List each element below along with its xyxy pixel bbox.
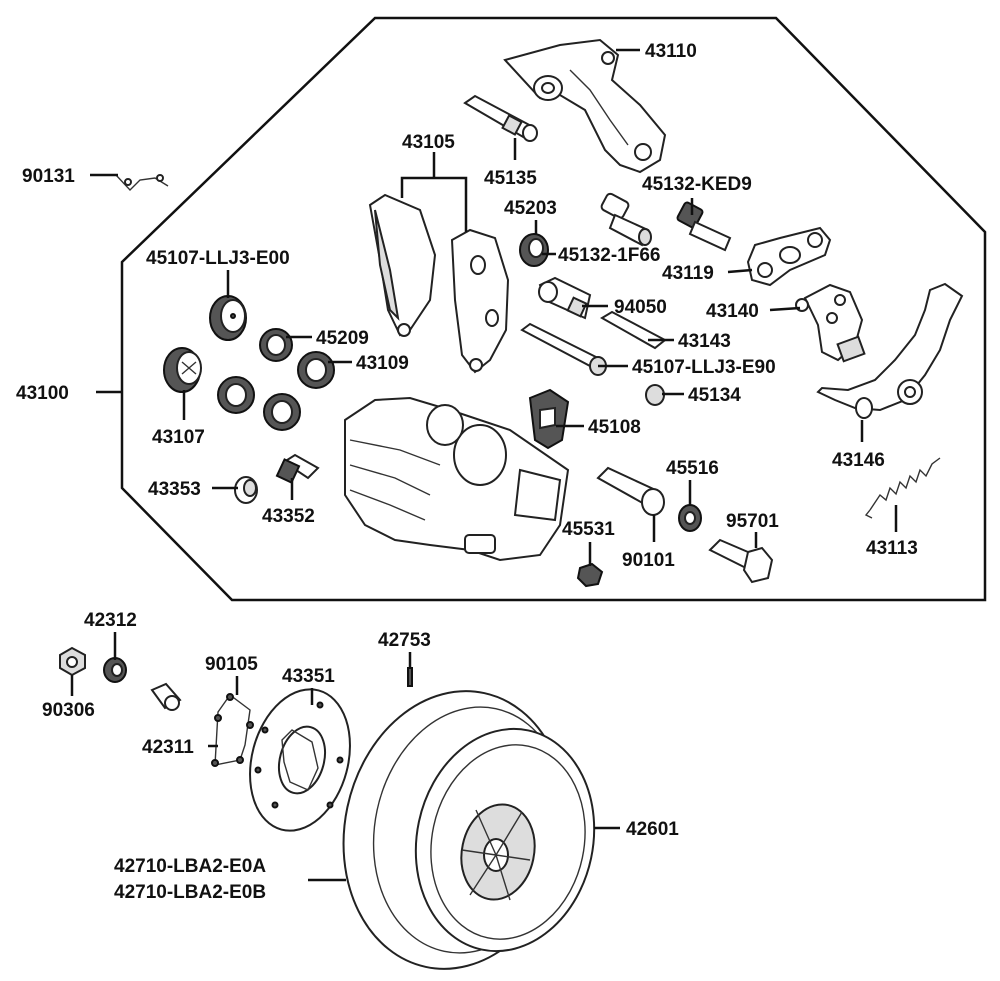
label-42312: 42312 <box>84 610 137 631</box>
label-45134: 45134 <box>688 385 741 406</box>
label-90101: 90101 <box>622 550 675 571</box>
label-43119: 43119 <box>662 263 714 284</box>
label-90306: 90306 <box>42 700 95 721</box>
part-bolt-90101 <box>596 466 665 516</box>
part-bolt-45132-ked9 <box>676 201 732 252</box>
label-90105: 90105 <box>205 654 258 675</box>
part-bleed-cap <box>234 476 258 504</box>
label-45209: 45209 <box>316 328 369 349</box>
label-45132-1f66: 45132-1F66 <box>558 245 660 266</box>
label-43105: 43105 <box>402 132 455 153</box>
part-slide-pin <box>463 94 538 142</box>
part-bleeder-screw <box>275 453 320 484</box>
caliper-assembly-boundary <box>120 16 987 602</box>
label-45108: 45108 <box>588 417 641 438</box>
label-43352: 43352 <box>262 506 315 527</box>
label-42710-lba2-e0a: 42710-LBA2-E0A <box>114 856 266 877</box>
label-42311: 42311 <box>142 737 194 758</box>
part-gasket-plate <box>746 226 832 287</box>
label-45203: 45203 <box>504 198 557 219</box>
part-collar-42311 <box>150 682 182 711</box>
part-brake-disc <box>249 688 351 832</box>
part-boot-seal <box>519 233 549 267</box>
part-piston-43107 <box>163 347 202 393</box>
part-bolt-95701 <box>708 538 774 584</box>
part-collar <box>538 276 592 320</box>
label-45107-llj3-e90: 45107-LLJ3-E90 <box>632 357 776 378</box>
part-pad-spring <box>528 388 570 450</box>
label-42601: 42601 <box>626 819 679 840</box>
part-pin-45107-e90 <box>520 322 607 376</box>
label-43107: 43107 <box>152 427 205 448</box>
label-45135: 45135 <box>484 168 537 189</box>
label-45516: 45516 <box>666 458 719 479</box>
label-43351: 43351 <box>282 666 335 687</box>
label-43109: 43109 <box>356 353 409 374</box>
leader-lines <box>70 48 898 882</box>
label-43110: 43110 <box>645 41 697 62</box>
label-43140: 43140 <box>706 301 759 322</box>
label-43146: 43146 <box>832 450 885 471</box>
part-piston-seals <box>217 328 335 431</box>
part-air-valve <box>407 667 413 687</box>
label-45531: 45531 <box>562 519 615 540</box>
label-45132-ked9: 45132-KED9 <box>642 174 752 195</box>
label-43353: 43353 <box>148 479 201 500</box>
part-nut-45531 <box>576 562 604 588</box>
label-90131: 90131 <box>22 166 75 187</box>
part-nut-45134 <box>645 384 665 406</box>
part-axle-nut <box>59 646 86 677</box>
label-42710-lba2-e0b: 42710-LBA2-E0B <box>114 882 266 903</box>
label-43113: 43113 <box>866 538 918 559</box>
part-washer-45516 <box>678 504 702 532</box>
label-42753: 42753 <box>378 630 431 651</box>
part-bolt-45132-1f66 <box>600 192 652 247</box>
label-43143: 43143 <box>678 331 731 352</box>
label-95701: 95701 <box>726 511 779 532</box>
part-piston-e00 <box>209 295 247 341</box>
part-brake-pads <box>368 193 510 374</box>
part-labels: 43110 90131 43105 45135 45132-KED9 45203… <box>16 41 918 903</box>
part-disc-bolts <box>211 693 254 767</box>
part-caliper-body <box>344 396 570 562</box>
part-collar-42312 <box>103 657 127 683</box>
part-parking-lever <box>816 282 964 419</box>
label-45107-llj3-e00: 45107-LLJ3-E00 <box>146 248 290 269</box>
part-caliper-bracket <box>503 38 667 174</box>
label-43100: 43100 <box>16 383 69 404</box>
label-94050: 94050 <box>614 297 667 318</box>
part-clip-pin <box>115 174 169 192</box>
part-wheel-rim <box>414 727 596 953</box>
part-return-spring <box>864 457 941 519</box>
